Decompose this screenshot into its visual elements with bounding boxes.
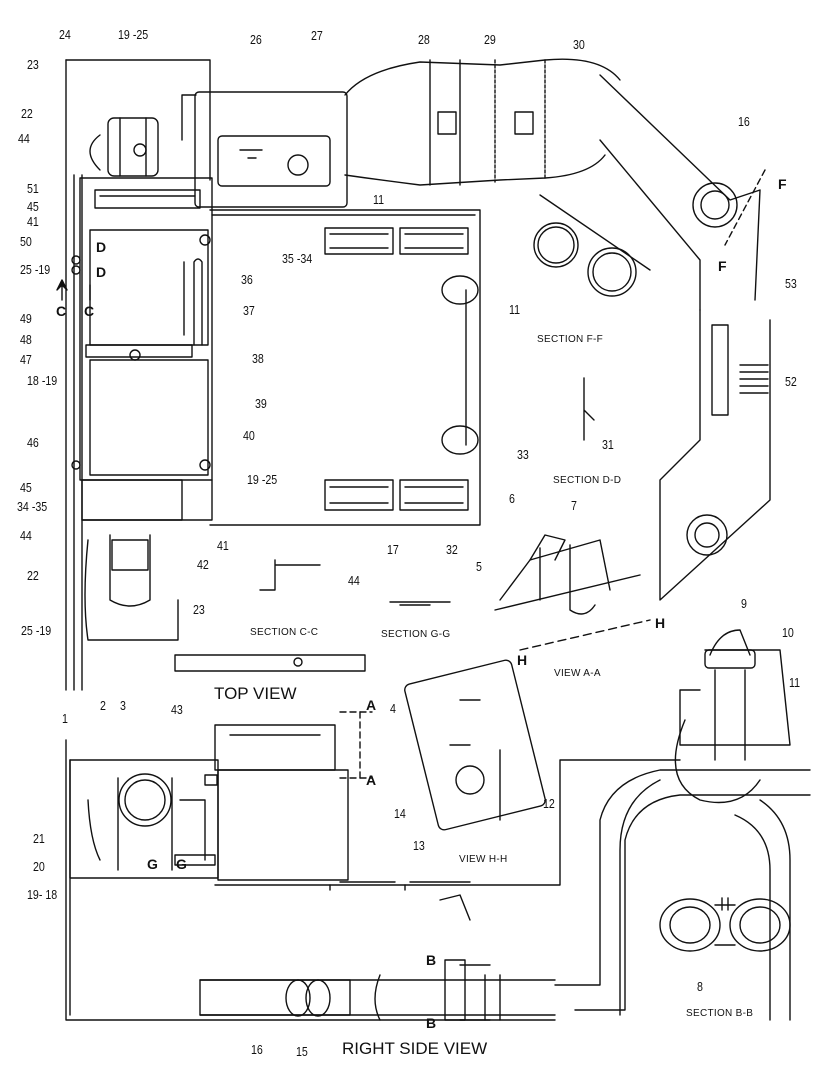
callout-38: 38 (252, 351, 264, 366)
callout-27: 27 (311, 28, 323, 43)
callout-21: 21 (33, 831, 45, 846)
callout-43: 43 (171, 702, 183, 717)
callout-23-top: 23 (27, 57, 39, 72)
marker-d-bottom: D (96, 264, 107, 280)
marker-f-bottom: F (718, 258, 727, 274)
callout-46: 46 (27, 435, 39, 450)
callout-14: 14 (394, 806, 406, 821)
callout-35-34: 35 -34 (282, 251, 313, 266)
callout-39: 39 (255, 396, 267, 411)
callout-13: 13 (413, 838, 425, 853)
callout-11-right: 11 (789, 675, 801, 690)
section-f-f-label: SECTION F-F (537, 334, 604, 345)
callout-44-section-cc: 44 (348, 573, 360, 588)
callout-28: 28 (418, 32, 430, 47)
marker-h-left: H (517, 652, 528, 668)
callout-34-35: 34 -35 (17, 499, 48, 514)
callout-12: 12 (543, 796, 555, 811)
callout-42: 42 (197, 557, 209, 572)
marker-h-right: H (655, 615, 666, 631)
section-b-b-label: SECTION B-B (686, 1008, 754, 1019)
callout-18-19: 18 -19 (27, 373, 58, 388)
callout-24: 24 (59, 27, 71, 42)
callout-47: 47 (20, 352, 32, 367)
callout-30: 30 (573, 37, 585, 52)
marker-b-top: B (426, 952, 437, 968)
callout-41-bottom: 41 (217, 538, 229, 553)
callout-37: 37 (243, 303, 255, 318)
callout-31: 31 (602, 437, 614, 452)
callout-51: 51 (27, 181, 39, 196)
section-g-g-label: SECTION G-G (381, 629, 451, 640)
callout-5: 5 (476, 559, 482, 574)
callout-7: 7 (571, 498, 577, 513)
callout-25-19-bottom: 25 -19 (21, 623, 52, 638)
callout-44-bottom: 44 (20, 528, 32, 543)
callout-9: 9 (741, 596, 747, 611)
callout-17: 17 (387, 542, 399, 557)
callout-44-top: 44 (18, 131, 30, 146)
callout-45-top: 45 (27, 199, 39, 214)
callout-49: 49 (20, 311, 32, 326)
section-c-c-label: SECTION C-C (250, 627, 319, 638)
right-side-view-drawing (65, 629, 811, 1021)
callout-6: 6 (509, 491, 515, 506)
callout-19-25-mid: 19 -25 (247, 472, 278, 487)
callout-29: 29 (484, 32, 496, 47)
callout-23-bottom: 23 (193, 602, 205, 617)
callout-16-bottom: 16 (251, 1042, 263, 1057)
callout-3: 3 (120, 698, 126, 713)
callout-26: 26 (250, 32, 262, 47)
marker-f-top: F (778, 176, 787, 192)
callout-10: 10 (782, 625, 794, 640)
marker-d-top: D (96, 239, 107, 255)
callout-32: 32 (446, 542, 458, 557)
marker-g-left: G (147, 856, 158, 872)
view-a-a-label: VIEW A-A (554, 668, 601, 679)
top-view-title: TOP VIEW (214, 684, 297, 703)
callout-4: 4 (390, 701, 396, 716)
callout-19-18: 19- 18 (27, 887, 58, 902)
callout-16-top: 16 (738, 114, 750, 129)
callout-53: 53 (785, 276, 797, 291)
callout-11-top: 11 (373, 192, 385, 207)
callout-41-top: 41 (27, 214, 39, 229)
section-arrows (56, 169, 766, 1021)
callout-15: 15 (296, 1044, 308, 1059)
callout-40: 40 (243, 428, 255, 443)
callout-45-bottom: 45 (20, 480, 32, 495)
callout-36: 36 (241, 272, 253, 287)
callout-25-19-top: 25 -19 (20, 262, 51, 277)
callout-48: 48 (20, 332, 32, 347)
marker-g-right: G (176, 856, 187, 872)
section-d-d-label: SECTION D-D (553, 475, 622, 486)
top-view-drawing (65, 58, 771, 691)
marker-c-right: C (84, 303, 95, 319)
callout-22-top: 22 (21, 106, 33, 121)
right-side-view-title: RIGHT SIDE VIEW (342, 1039, 488, 1058)
callout-33: 33 (517, 447, 529, 462)
callout-11-section-ff: 11 (509, 302, 521, 317)
callout-1: 1 (62, 711, 68, 726)
callout-19-25-top: 19 -25 (118, 27, 149, 42)
view-h-h-label: VIEW H-H (459, 854, 508, 865)
callout-22-bottom: 22 (27, 568, 39, 583)
callout-20: 20 (33, 859, 45, 874)
callout-52: 52 (785, 374, 797, 389)
callout-2: 2 (100, 698, 106, 713)
callout-8: 8 (697, 979, 703, 994)
marker-c-left: C (56, 303, 67, 319)
callout-50: 50 (20, 234, 32, 249)
marker-b-bottom: B (426, 1015, 437, 1031)
marker-a-bottom: A (366, 772, 377, 788)
marker-a-top: A (366, 697, 377, 713)
